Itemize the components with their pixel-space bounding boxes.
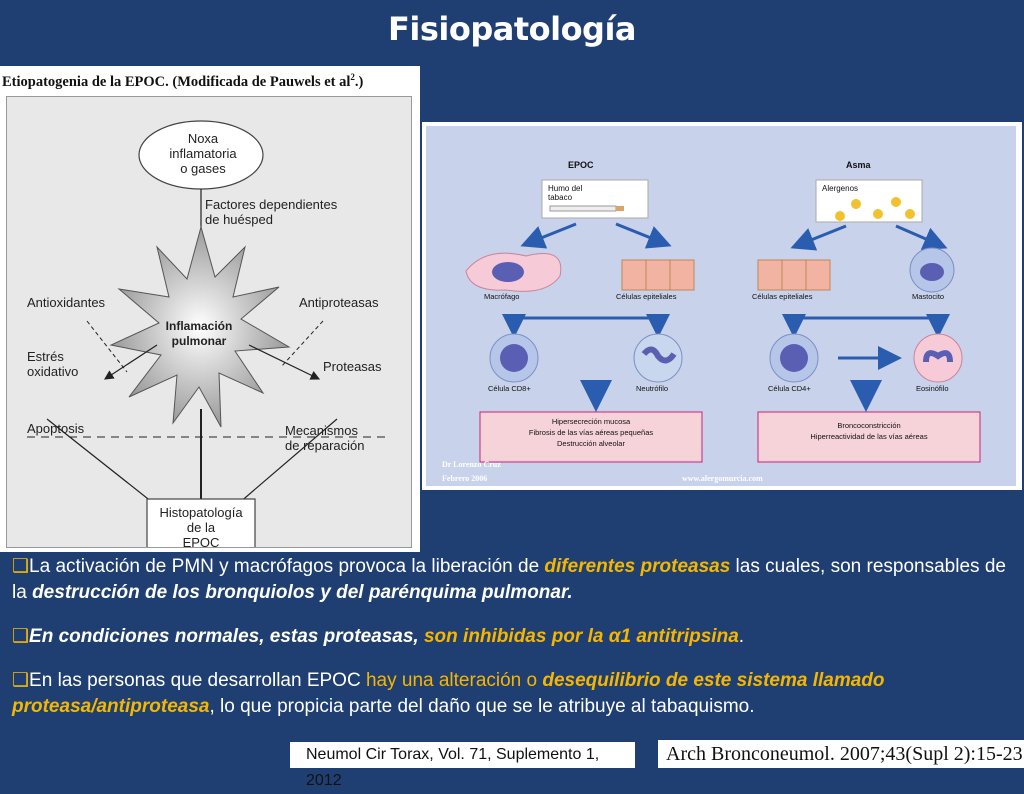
epithelial-cells-label-2: Células epiteliales	[752, 292, 813, 301]
allergens-label: Alergenos	[822, 184, 859, 193]
antiproteases-label: Antiproteasas	[299, 295, 379, 310]
bullet-marker-icon: ❑	[12, 626, 30, 647]
apoptosis-label: Apoptosis	[27, 421, 85, 436]
etiopathogenesis-figure: Etiopatogenia de la EPOC. (Modificada de…	[0, 66, 420, 552]
figure-caption: Etiopatogenia de la EPOC. (Modificada de…	[2, 72, 364, 90]
epoc-asma-graphics	[465, 179, 981, 463]
mast-cell-label: Mastocito	[912, 292, 945, 301]
histopathology-box	[146, 498, 256, 547]
watermark-author: Dr Lorenzo Cruz	[442, 460, 501, 469]
reference-neumol: Neumol Cir Torax, Vol. 71, Suplemento 1,…	[290, 742, 635, 789]
proteases-label: Proteasas	[323, 359, 382, 374]
epoc-heading: EPOC	[568, 160, 594, 170]
inflammation-burst	[109, 225, 291, 428]
diagram-graphics	[27, 120, 391, 547]
cd8-label: Célula CD8+	[488, 384, 531, 393]
bullet-list: ❑La activación de PMN y macrófagos provo…	[12, 554, 1020, 738]
reference-arch-bronconeumol: Arch Bronconeumol. 2007;43(Supl 2):15-23	[658, 740, 1024, 768]
cd4-label: Célula CD4+	[768, 384, 811, 393]
macrophage-label: Macrófago	[484, 292, 520, 301]
bullet-marker-icon: ❑	[12, 670, 30, 691]
watermark-date: Febrero 2006	[442, 474, 488, 483]
epithelial-cells-label-1: Células epiteliales	[616, 292, 677, 301]
eosinophil-label: Eosinófilo	[916, 384, 949, 393]
watermark-url: www.alergomurcia.com	[682, 474, 763, 483]
slide-title: Fisiopatología	[387, 10, 637, 48]
bullet-3: ❑En las personas que desarrollan EPOC ha…	[12, 670, 885, 717]
bullet-marker-icon: ❑	[12, 556, 30, 577]
bullet-2: ❑En condiciones normales, estas proteasa…	[12, 626, 745, 647]
asma-heading: Asma	[846, 160, 871, 170]
bullet-1: ❑La activación de PMN y macrófagos provo…	[12, 556, 1006, 603]
neutrophil-label: Neutrófilo	[636, 384, 669, 393]
antioxidants-label: Antioxidantes	[27, 295, 106, 310]
